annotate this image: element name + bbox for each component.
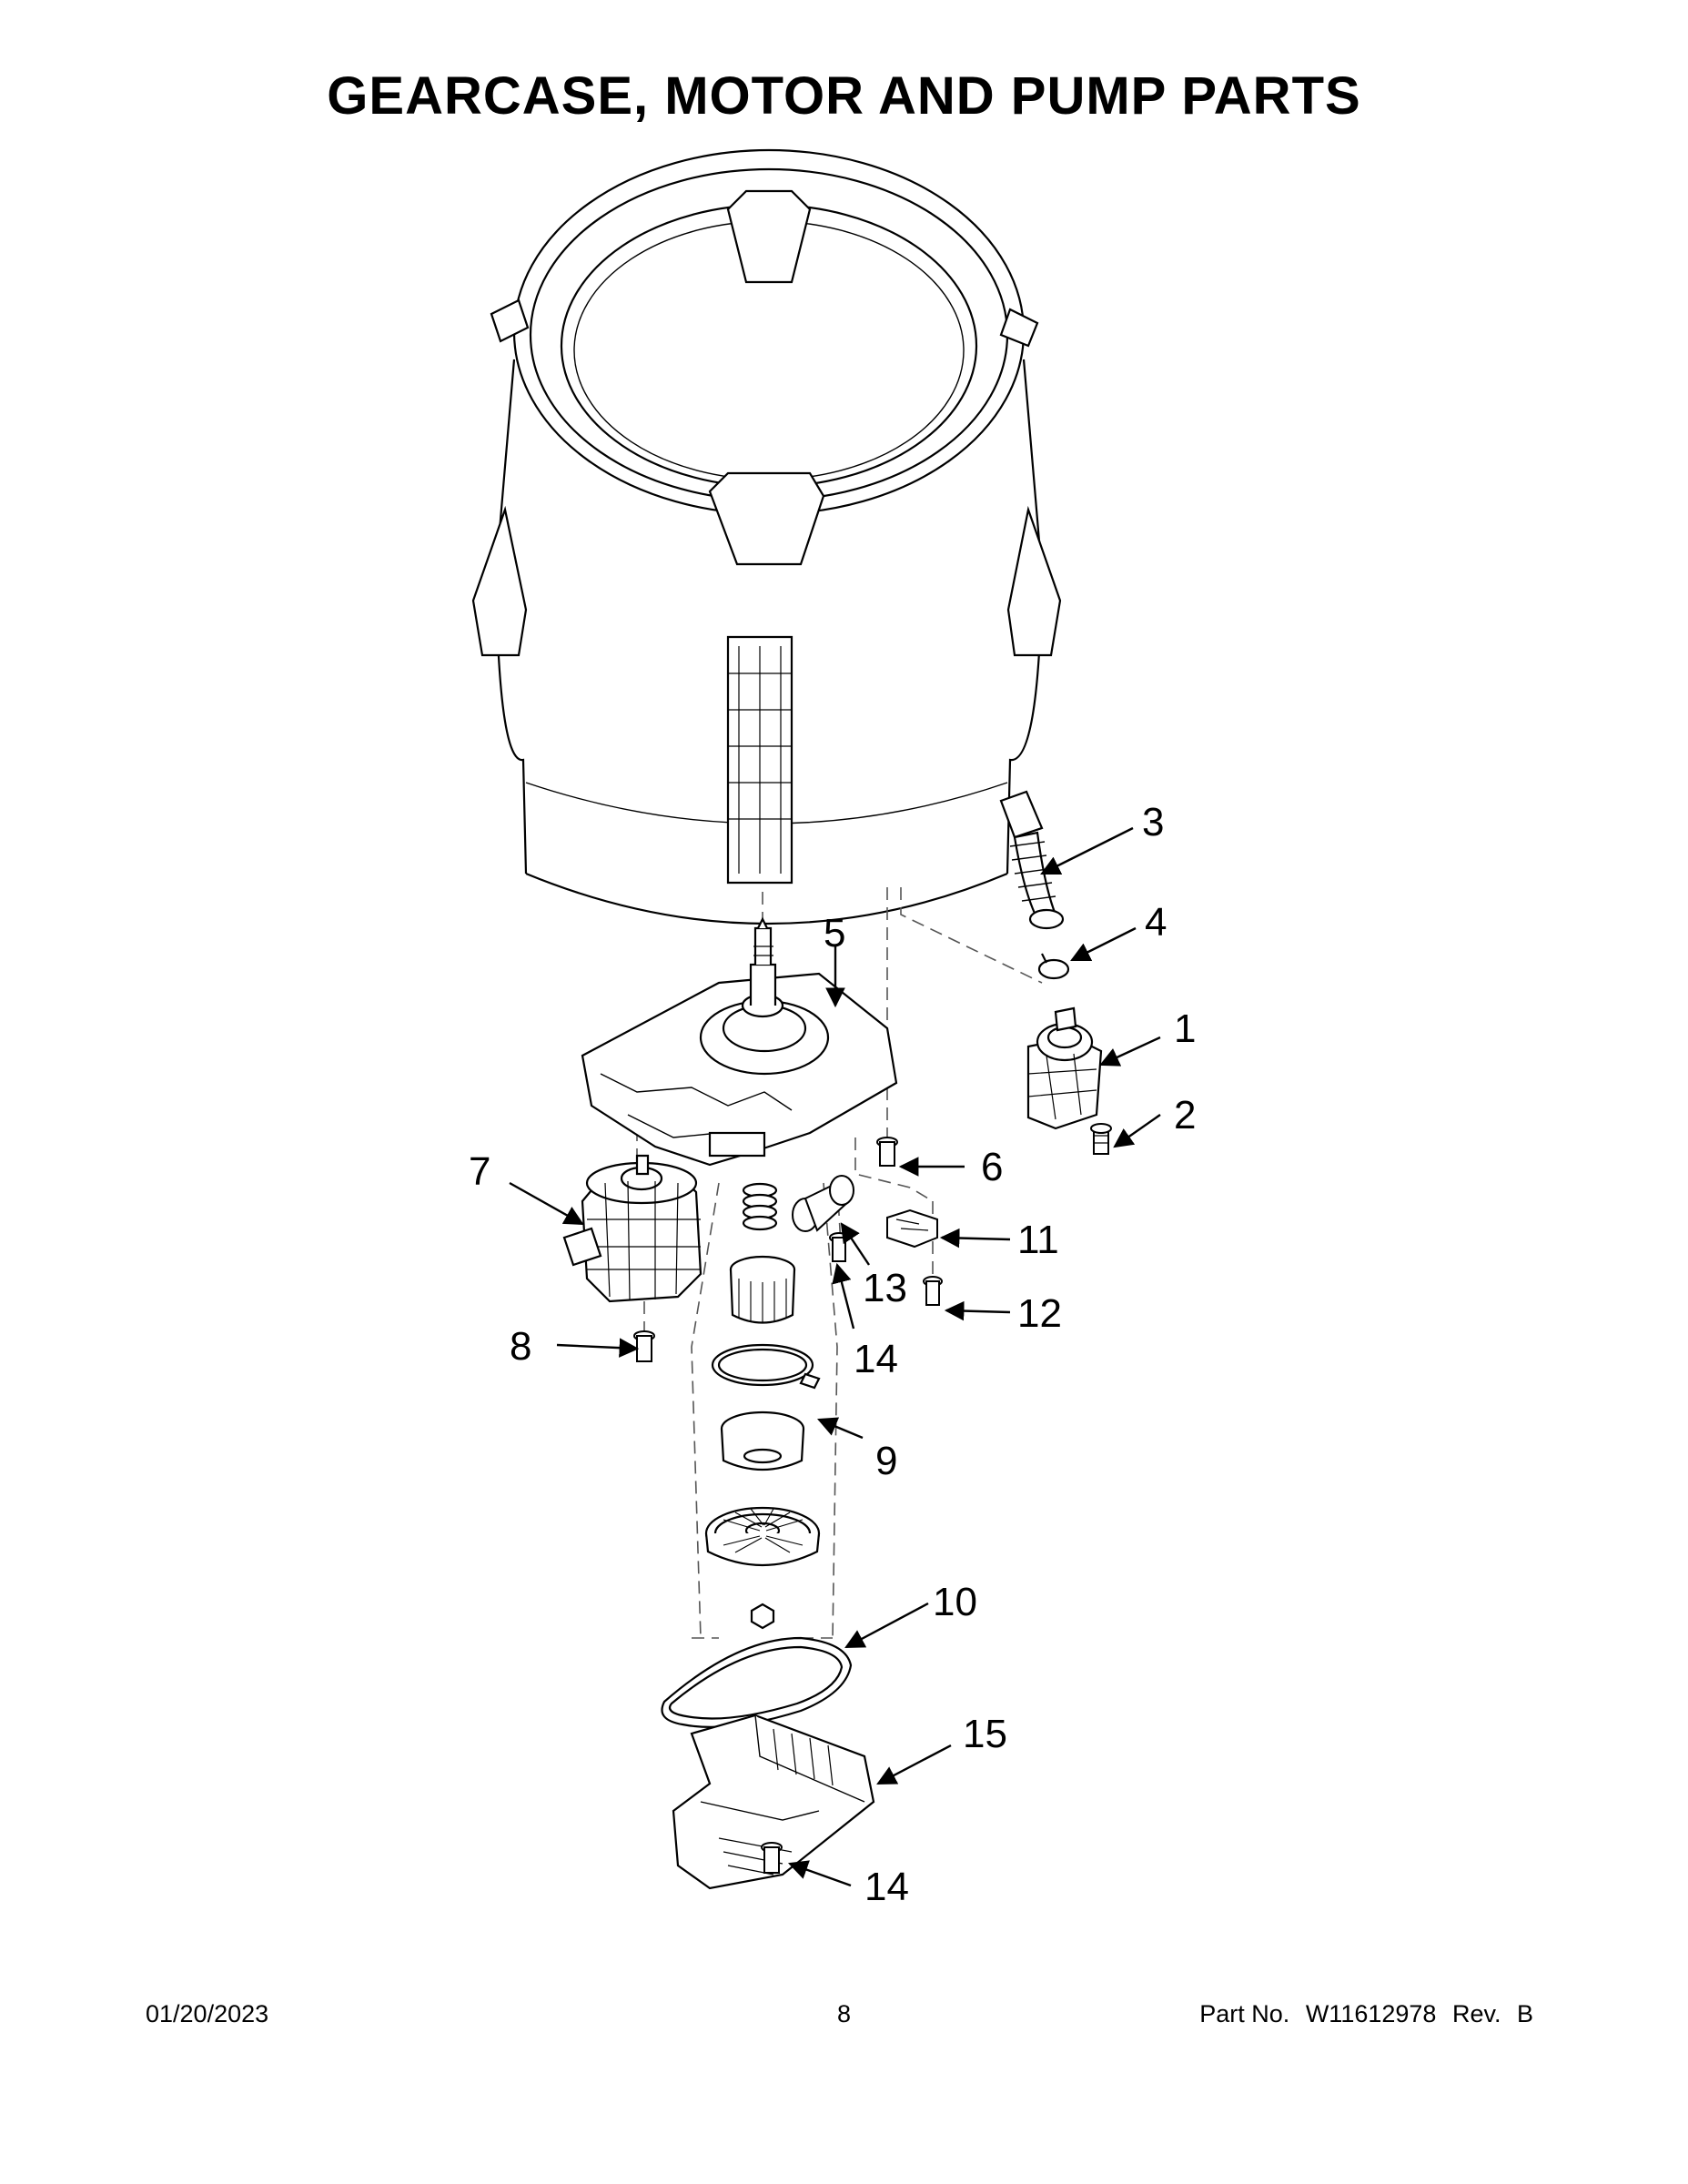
callout-2: 2 xyxy=(1174,1093,1196,1138)
page-title: GEARCASE, MOTOR AND PUMP PARTS xyxy=(327,66,1361,126)
motor-shield xyxy=(672,1714,875,1890)
rev-value: B xyxy=(1516,2000,1533,2027)
callout-10: 10 xyxy=(933,1580,977,1624)
callout-4: 4 xyxy=(1145,900,1167,945)
footer-page-number: 8 xyxy=(836,2000,852,2027)
clutch-assembly xyxy=(704,1182,821,1630)
footer-date: 01/20/2023 xyxy=(146,2000,269,2027)
callout-8: 8 xyxy=(510,1324,531,1369)
drive-motor xyxy=(562,1154,702,1303)
callout-15: 15 xyxy=(963,1712,1007,1756)
callout-12: 12 xyxy=(1017,1291,1062,1336)
drive-belt xyxy=(661,1636,853,1728)
drain-hose xyxy=(999,790,1065,930)
callout-3: 3 xyxy=(1142,800,1164,844)
gearcase-plate xyxy=(581,916,898,1167)
gearcase-screw xyxy=(876,1137,898,1167)
part-label: Part No. xyxy=(1199,2000,1290,2027)
footer-part-info: Part No. W11612978 Rev. B xyxy=(1190,2000,1533,2028)
callout-6: 6 xyxy=(981,1145,1003,1189)
callout-13: 13 xyxy=(863,1266,907,1310)
callout-14-lower: 14 xyxy=(864,1865,909,1909)
leader-arrows xyxy=(509,826,1161,1887)
callout-11: 11 xyxy=(1017,1218,1059,1262)
callout-labels: 3 4 1 2 5 6 7 8 9 10 11 12 13 14 15 14 xyxy=(469,800,1196,1909)
rev-label: Rev. xyxy=(1451,2000,1501,2027)
callout-7: 7 xyxy=(469,1149,490,1194)
hose-clamp xyxy=(1037,953,1070,980)
pump-screw xyxy=(1090,1123,1112,1155)
shield-screw xyxy=(761,1842,783,1874)
drain-pump xyxy=(1026,1006,1103,1130)
callout-1: 1 xyxy=(1174,1006,1196,1051)
part-number: W11612978 xyxy=(1305,2000,1437,2027)
outer-tub xyxy=(471,148,1062,925)
callout-9: 9 xyxy=(875,1439,897,1483)
callout-14-upper: 14 xyxy=(854,1337,898,1381)
motor-screw xyxy=(633,1330,655,1362)
callout-5: 5 xyxy=(824,911,845,956)
